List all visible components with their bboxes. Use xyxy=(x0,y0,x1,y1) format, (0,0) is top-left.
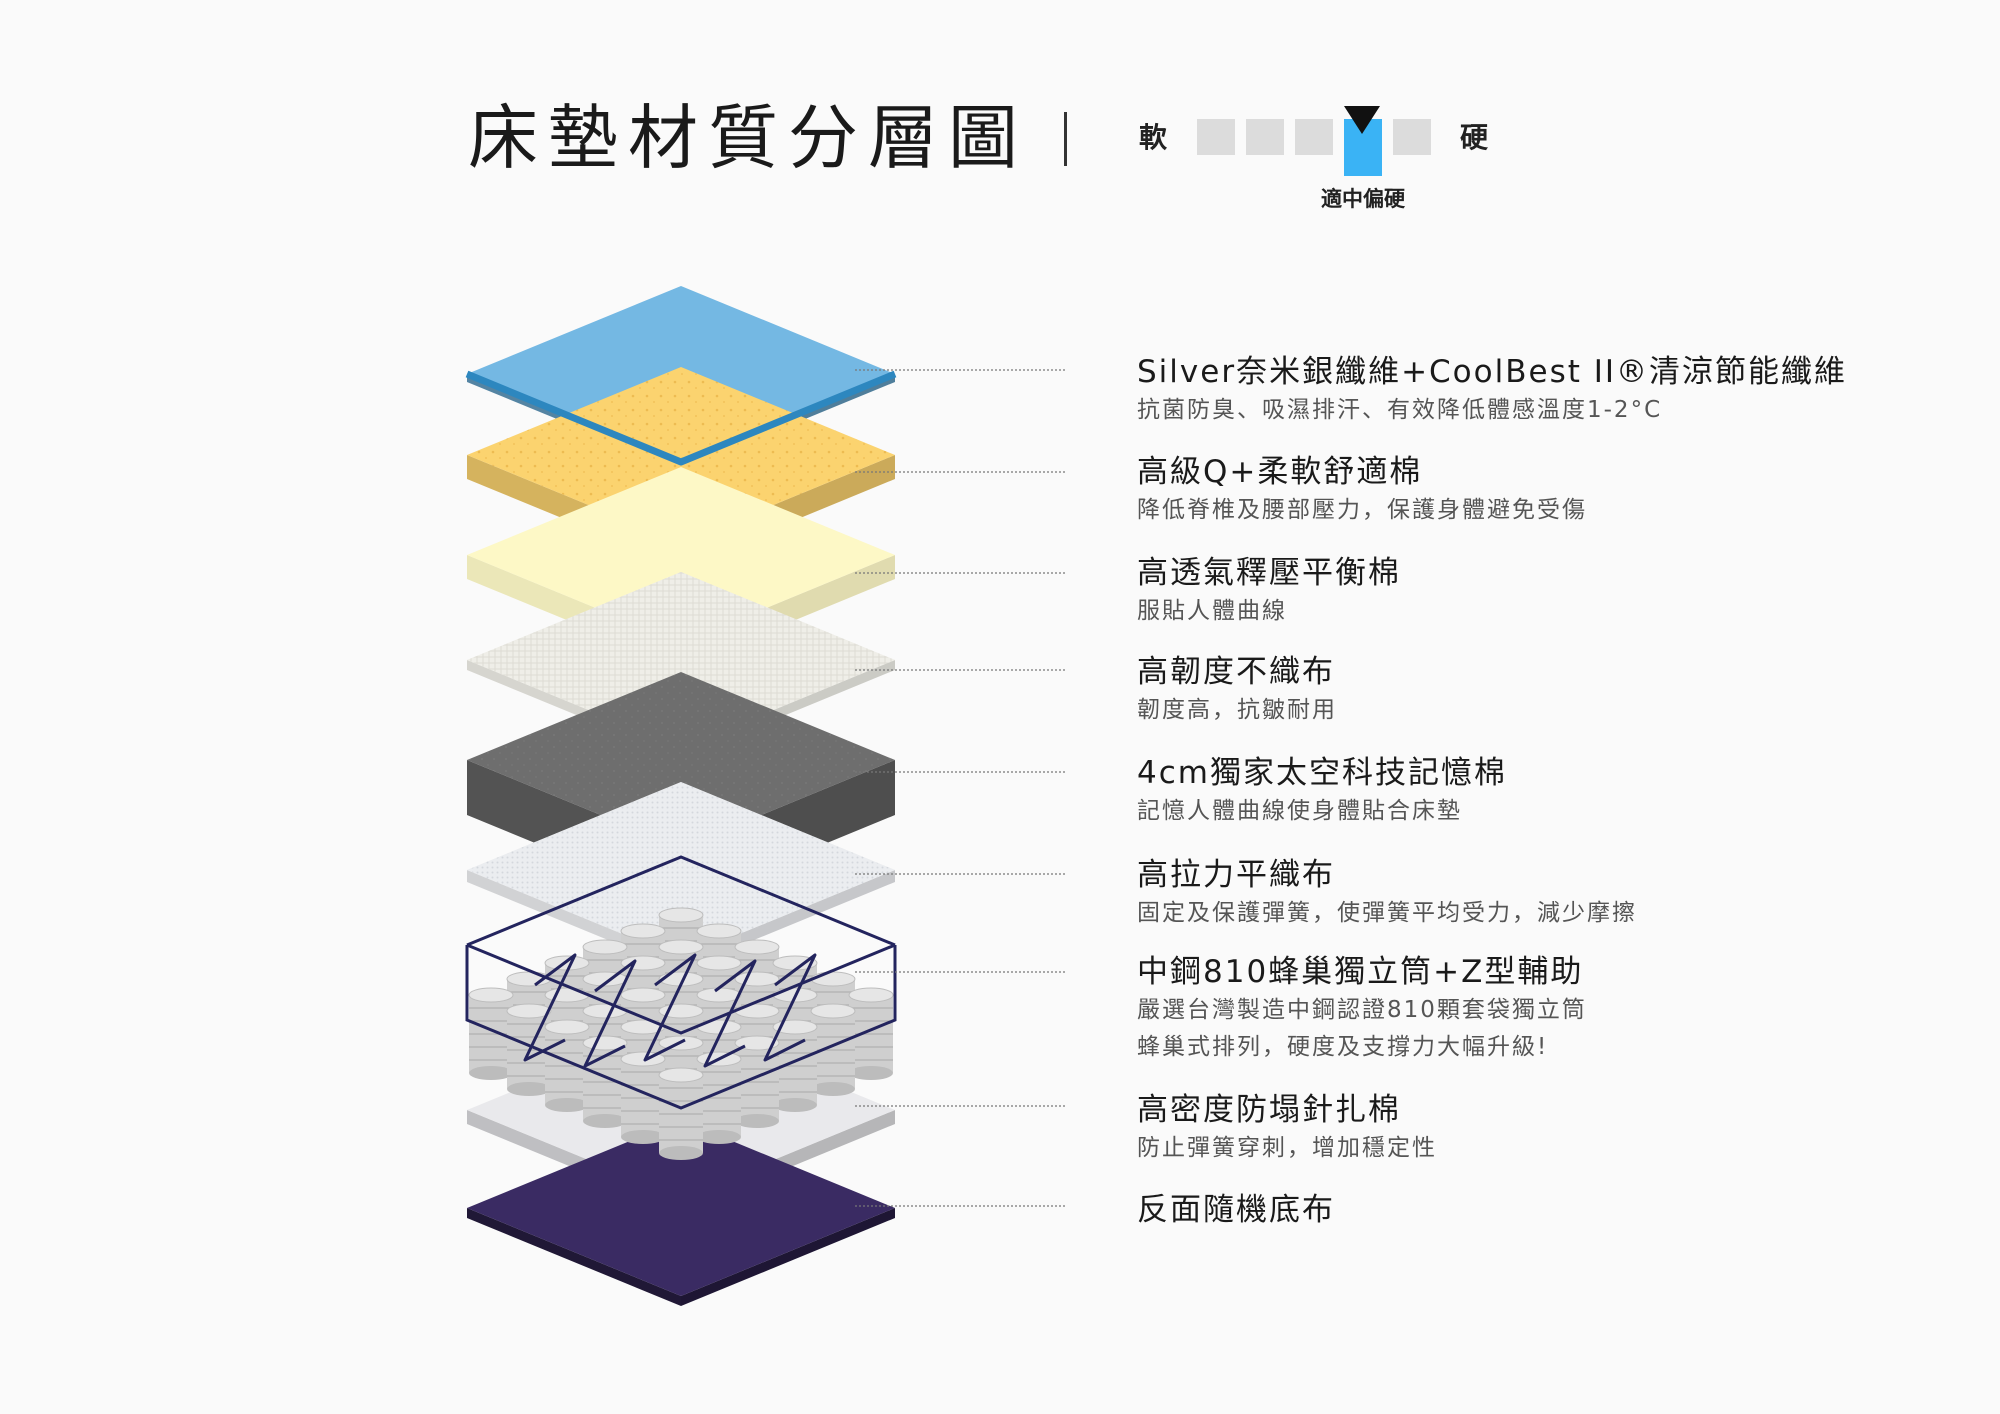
firmness-cell-2 xyxy=(1246,119,1284,155)
title-divider xyxy=(1064,112,1067,166)
layer-desc: 抗菌防臭、吸濕排汗、有效降低體感溫度1-2°C xyxy=(1137,397,1663,423)
layer-text-4: 高韌度不織布韌度高，抗皺耐用 xyxy=(1137,652,1337,729)
layer-name: 中鋼810蜂巢獨立筒+Z型輔助 xyxy=(1137,954,1584,990)
top-layer-rim xyxy=(465,370,897,466)
page-title: 床墊材質分層圖 xyxy=(468,97,1028,179)
layer-name: Silver奈米銀纖維+CoolBest II®清涼節能纖維 xyxy=(1137,354,1848,390)
layer-desc: 韌度高，抗皺耐用 xyxy=(1137,697,1337,723)
layer-desc: 嚴選台灣製造中鋼認證810顆套袋獨立筒 xyxy=(1137,997,1587,1023)
layer-name: 高透氣釋壓平衡棉 xyxy=(1137,555,1401,591)
spring-coil xyxy=(772,1019,818,1112)
layer-name: 高拉力平織布 xyxy=(1137,857,1335,893)
spring-coil xyxy=(810,1003,856,1096)
layer-desc: 固定及保護彈簧，使彈簧平均受力，減少摩擦 xyxy=(1137,900,1637,926)
layer-text-6: 高拉力平織布固定及保護彈簧，使彈簧平均受力，減少摩擦 xyxy=(1137,855,1637,932)
layer-text-3: 高透氣釋壓平衡棉服貼人體曲線 xyxy=(1137,553,1401,630)
spring-coil xyxy=(468,987,514,1080)
layer-name: 反面隨機底布 xyxy=(1137,1192,1335,1228)
firmness-soft-label: 軟 xyxy=(1139,121,1168,154)
firmness-cell-3 xyxy=(1295,119,1333,155)
layer-text-1: Silver奈米銀纖維+CoolBest II®清涼節能纖維抗菌防臭、吸濕排汗、… xyxy=(1137,352,1847,429)
layer-desc: 降低脊椎及腰部壓力，保護身體避免受傷 xyxy=(1137,497,1587,523)
layer-name: 高級Q+柔軟舒適棉 xyxy=(1137,454,1423,490)
layer-slab-2 xyxy=(467,367,895,567)
layer-slab-9 xyxy=(467,1120,895,1306)
layer-text-7: 中鋼810蜂巢獨立筒+Z型輔助嚴選台灣製造中鋼認證810顆套袋獨立筒蜂巢式排列，… xyxy=(1137,952,1587,1066)
pocket-spring-unit xyxy=(465,855,897,1160)
layer-desc: 記憶人體曲線使身體貼合床墊 xyxy=(1137,798,1462,824)
firmness-cell-1 xyxy=(1197,119,1235,155)
layer-desc: 蜂巢式排列，硬度及支撐力大幅升級! xyxy=(1137,1034,1549,1060)
layer-text-9: 反面隨機底布 xyxy=(1137,1190,1335,1230)
layer-text-2: 高級Q+柔軟舒適棉降低脊椎及腰部壓力，保護身體避免受傷 xyxy=(1137,452,1587,529)
layer-desc: 服貼人體曲線 xyxy=(1137,598,1287,624)
layer-name: 高韌度不織布 xyxy=(1137,654,1335,690)
firmness-pointer-icon xyxy=(1344,106,1380,134)
firmness-cell-5 xyxy=(1393,119,1431,155)
layer-name: 高密度防塌針扎棉 xyxy=(1137,1092,1401,1128)
spring-frame xyxy=(465,855,897,1110)
layer-text-8: 高密度防塌針扎棉防止彈簧穿刺，增加穩定性 xyxy=(1137,1090,1437,1167)
firmness-value: 適中偏硬 xyxy=(1321,187,1405,211)
layer-name: 4cm獨家太空科技記憶棉 xyxy=(1137,755,1507,791)
layer-text-5: 4cm獨家太空科技記憶棉記憶人體曲線使身體貼合床墊 xyxy=(1137,753,1507,830)
spring-coil xyxy=(658,1067,704,1160)
firmness-hard-label: 硬 xyxy=(1460,121,1489,154)
layer-desc: 防止彈簧穿刺，增加穩定性 xyxy=(1137,1135,1437,1161)
spring-coil xyxy=(848,987,894,1080)
